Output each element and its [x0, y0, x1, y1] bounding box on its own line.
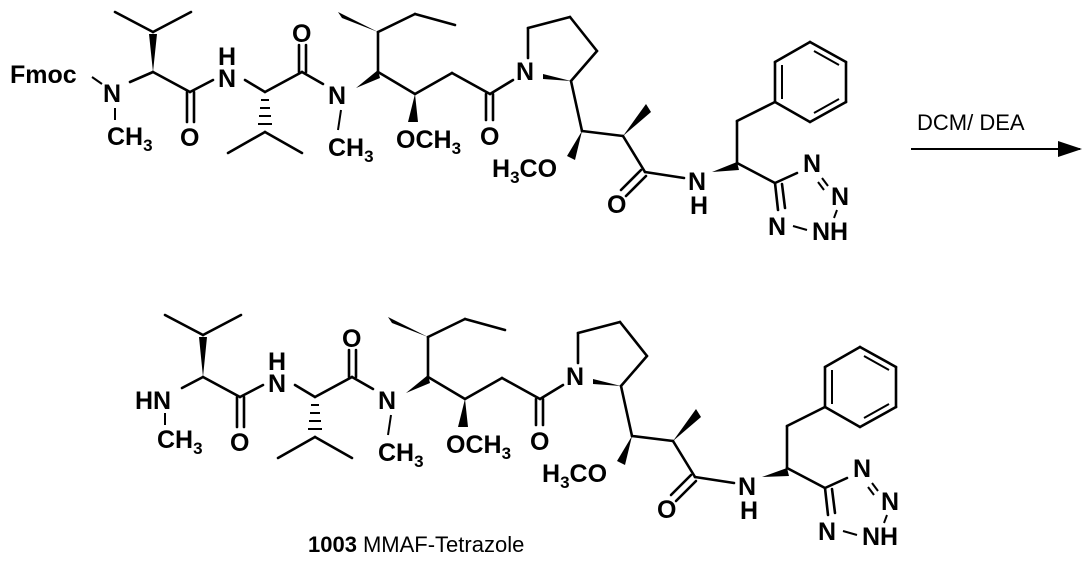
product-o3: O — [530, 428, 549, 456]
product-hn: HN — [135, 387, 171, 415]
product-o2: O — [342, 325, 361, 353]
reactant-n2: N — [328, 82, 346, 110]
reactant-n-pro: N — [516, 58, 534, 86]
product-structure: HN CH3 O H N O N CH3 — [135, 313, 899, 551]
reactant-nh2-h: H — [690, 192, 708, 220]
product-tz-nh: NH — [862, 523, 898, 551]
reagent-label: DCM/ DEA — [917, 110, 1025, 135]
product-o4: O — [657, 496, 676, 524]
product-nh1-h: H — [268, 348, 286, 376]
product-ch3-2: CH3 — [378, 439, 424, 471]
reactant-tz-n2: N — [831, 183, 849, 211]
reactant-n1: N — [103, 80, 121, 108]
product-nh2-n: N — [738, 473, 756, 501]
product-o1: O — [230, 429, 249, 457]
reaction-arrow-group: DCM/ DEA — [911, 110, 1082, 157]
product-och3: OCH3 — [446, 431, 511, 463]
reactant-ch3-2: CH3 — [328, 134, 374, 166]
product-n2: N — [378, 387, 396, 415]
product-ch3-1: CH3 — [157, 426, 203, 458]
product-tz-n2: N — [881, 488, 899, 516]
product-tz-n3: N — [818, 518, 836, 546]
reactant-tz-nh: NH — [812, 218, 848, 246]
product-nh2-h: H — [740, 497, 758, 525]
reactant-och3: OCH3 — [396, 126, 461, 158]
reactant-tz-n1: N — [803, 150, 821, 178]
reactant-ch3-1: CH3 — [107, 123, 153, 155]
reactant-o1: O — [180, 124, 199, 152]
reactant-nh2-n: N — [688, 168, 706, 196]
reactant-o3: O — [480, 123, 499, 151]
product-tz-n1: N — [853, 455, 871, 483]
reactant-o4: O — [607, 191, 626, 219]
reactant-nh1-h: H — [218, 43, 236, 71]
reactant-o2: O — [292, 20, 311, 48]
reactant-tz-n3: N — [768, 213, 786, 241]
reactant-structure: Fmoc N CH3 O H N O N CH3 — [10, 10, 849, 246]
product-n-pro: N — [566, 363, 584, 391]
product-h3co: H3CO — [542, 460, 607, 492]
product-nh1-n: N — [268, 370, 286, 398]
reactant-nh1-n: N — [218, 65, 236, 93]
reactant-h3co: H3CO — [492, 155, 557, 187]
fmoc-label: Fmoc — [10, 61, 77, 89]
